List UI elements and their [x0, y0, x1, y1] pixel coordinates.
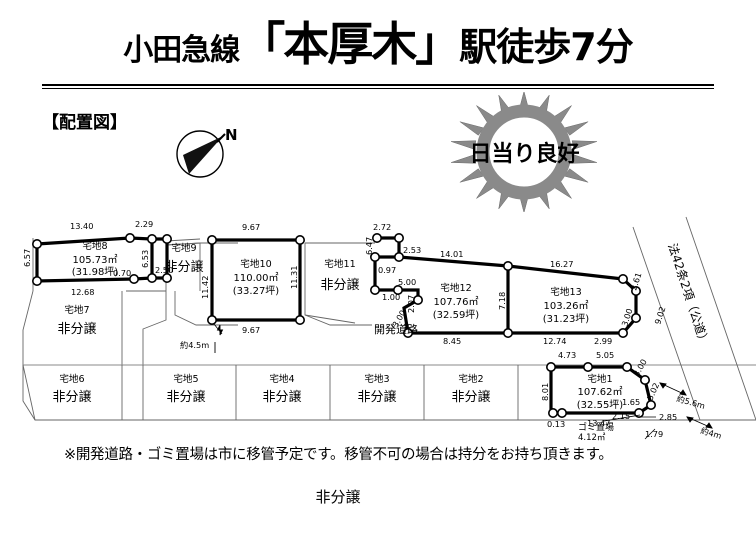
dim-lot13-top: 16.27 [550, 259, 573, 269]
dim-lot13-bottom: 12.74 [543, 336, 566, 346]
dim-lot12-n1: 0.97 [378, 265, 396, 275]
dim-lot1-right-d: 2.85 [659, 412, 677, 422]
dim-lot12-left-v: 6.47 [364, 237, 374, 255]
compass-north-label: N [225, 126, 238, 144]
lot-10-name: 宅地10 [240, 258, 271, 270]
dim-lot8-right-mid: 6.53 [140, 250, 150, 268]
compass-rose-icon: N [173, 126, 243, 180]
lot-13-name: 宅地13 [550, 286, 581, 298]
lot-4-name: 宅地4 [269, 373, 294, 385]
dim-lot8-right-upper: 2.29 [135, 219, 153, 229]
lot-8-area: 105.73㎡ [73, 254, 118, 266]
dim-lot12-n2: 5.00 [398, 277, 416, 287]
dim-lot12-top-b: 2.53 [403, 245, 421, 255]
lot-8-tsubo: (31.98坪) [72, 265, 119, 278]
lot-text-blocks: 宅地8 105.73㎡ (31.98坪) 宅地9 非分譲 宅地10 110.00… [52, 240, 623, 411]
public-road-label: 法42条2項（公道） [665, 242, 711, 348]
garbage-area-label: ゴミ置場 [578, 421, 614, 433]
dim-lot10-top: 9.67 [242, 222, 260, 232]
lot-7-status: 非分譲 [57, 321, 96, 337]
lot-5-status: 非分譲 [166, 389, 205, 405]
dim-lot13-right-a: 2.61 [628, 271, 643, 291]
development-road-label: 開発道路 [374, 322, 418, 336]
lot-3-status: 非分譲 [357, 389, 396, 405]
dim-lot1-top-c: 3.00 [631, 357, 649, 378]
lot-12-tsubo: (32.59坪) [433, 308, 480, 321]
road-width-right: 約5.6m [675, 393, 706, 411]
lot-10-tsubo: (33.27坪) [233, 284, 280, 297]
sun-burst-icon: 日当り良好 [432, 90, 617, 214]
sun-label: 日当り良好 [469, 142, 580, 167]
lot-1-name: 宅地1 [587, 373, 612, 385]
dim-lot10-bottom: 9.67 [242, 325, 260, 335]
lot-11-status: 非分譲 [320, 277, 359, 293]
lot-10-area: 110.00㎡ [234, 272, 279, 284]
lot-12-name: 宅地12 [440, 282, 471, 294]
dim-lot1-bottom: 13.47 [587, 418, 610, 428]
dim-lot1-top-b: 5.05 [596, 350, 614, 360]
lot-13-area: 103.26㎡ [544, 300, 589, 312]
dim-lot10-right: 11.31 [289, 266, 299, 289]
section-label: 【配置図】 [42, 113, 127, 133]
dim-lot1-bottom-notch: 0.13 [547, 419, 565, 429]
dim-lot1-right-b: 1.65 [622, 397, 640, 407]
lot-1-tsubo: (32.55坪) [577, 398, 624, 411]
dim-lot10-left: 11.42 [200, 276, 210, 299]
lot-3-name: 宅地3 [364, 373, 389, 385]
dim-lot12-n3: 1.00 [382, 292, 400, 302]
lot-6-name: 宅地6 [59, 373, 84, 385]
garbage-area-size: 4.12㎡ [578, 433, 606, 443]
lot-4-status: 非分譲 [262, 389, 301, 405]
title-divider [42, 84, 714, 89]
lot-9-name: 宅地9 [171, 242, 196, 254]
lot-13-right [621, 277, 638, 335]
dim-lot12-bottom: 8.45 [443, 336, 461, 346]
lot-12-top-notch [375, 236, 401, 259]
dim-lot12-top-c: 14.01 [440, 249, 463, 259]
dim-lot12-n4: 2.07 [406, 295, 416, 313]
lot-5-name: 宅地5 [173, 373, 198, 385]
lot-13-tsubo: (31.23坪) [543, 312, 590, 325]
footer-note: ※開発道路・ゴミ置場は市に移管予定です。移管不可の場合は持分をお持ち頂きます。 [64, 447, 613, 463]
title-main: 「本厚木」 [239, 17, 461, 71]
road-width-note: 約4.5m [180, 340, 209, 350]
lot-1-area: 107.62㎡ [578, 386, 623, 398]
title-prefix: 小田急線 [123, 33, 240, 68]
lot-6-status: 非分譲 [52, 389, 91, 405]
dim-lot12-top-a: 2.72 [373, 222, 391, 232]
dim-lot1-top-a: 4.73 [558, 350, 576, 360]
lot-7-name: 宅地7 [64, 304, 89, 316]
bottom-not-for-sale-label: 非分譲 [0, 486, 756, 507]
dim-lot8-right-low: 2.50 [155, 265, 173, 275]
dimension-labels: 13.40 6.57 12.68 2.29 6.53 2.50 0.70 9.6… [22, 219, 677, 439]
dim-lot13-bottom-right: 2.99 [594, 336, 612, 346]
lot-12-13-bottom [398, 288, 623, 335]
survey-points [31, 232, 656, 419]
lot-11-name: 宅地11 [324, 258, 355, 270]
title-suffix: 駅徒歩7分 [459, 25, 633, 69]
dim-road-seg: 9.02 [652, 305, 667, 325]
lot-2-status: 非分譲 [451, 389, 490, 405]
dim-lot1-left: 8.01 [540, 383, 550, 401]
dim-lot8-top: 13.40 [70, 221, 93, 231]
bottom-not-for-sale-text: 非分譲 [315, 488, 361, 506]
lot-8-name: 宅地8 [82, 240, 107, 252]
road-width-arrows [214, 324, 713, 429]
dim-lot8-notch: 0.70 [113, 268, 131, 278]
dim-lot12-right: 7.18 [497, 292, 507, 310]
lot-2-name: 宅地2 [458, 373, 483, 385]
lot-9-status: 非分譲 [164, 259, 203, 275]
lot-12-area: 107.76㎡ [434, 296, 479, 308]
dim-lot1-right-e: 1.79 [645, 429, 663, 439]
page-title: 小田急線「本厚木」駅徒歩7分 [0, 8, 756, 74]
dim-lot8-bottom: 12.68 [71, 287, 94, 297]
dim-lot1-right-c: 2.15 [612, 411, 630, 421]
site-plan-drawing: 13.40 6.57 12.68 2.29 6.53 2.50 0.70 9.6… [0, 205, 756, 445]
dim-lot8-left: 6.57 [22, 249, 32, 267]
